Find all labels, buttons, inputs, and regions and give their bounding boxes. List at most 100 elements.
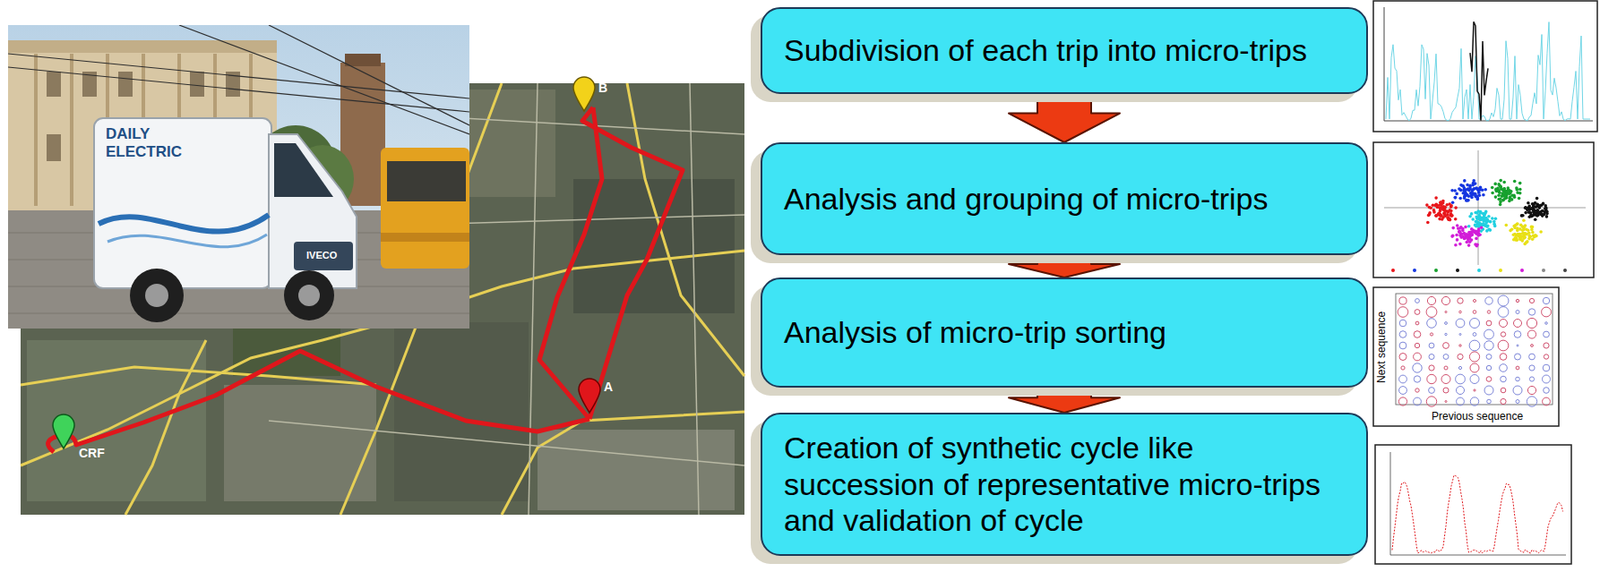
scatter-point	[1526, 201, 1531, 206]
scatter-point	[1436, 206, 1440, 210]
scatter-point	[1502, 187, 1506, 191]
scatter-point	[1476, 197, 1480, 202]
van-photo	[8, 25, 470, 329]
scatter-point	[1473, 242, 1478, 247]
transition-bubble	[1398, 397, 1407, 406]
transition-bubble	[1543, 354, 1549, 360]
transition-bubble	[1414, 309, 1420, 316]
scatter-point	[1503, 187, 1507, 191]
scatter-point	[1527, 232, 1532, 236]
transition-bubble	[1441, 296, 1450, 305]
transition-bubble	[1529, 298, 1534, 303]
scatter-point	[1481, 219, 1486, 224]
scatter-point	[1485, 229, 1489, 233]
transition-bubble	[1497, 295, 1509, 307]
scatter-point	[1459, 189, 1463, 193]
scatter-point	[1503, 197, 1507, 201]
transition-bubble	[1527, 386, 1536, 395]
scatter-point	[1480, 188, 1485, 192]
scatter-point	[1470, 217, 1475, 222]
scatter-point	[1450, 214, 1454, 218]
transition-bubble	[1428, 343, 1435, 349]
scatter-point	[1456, 226, 1461, 231]
box-text: Subdivision of each trip into micro-trip…	[783, 32, 1308, 69]
scatter-point	[1453, 206, 1458, 210]
axis-label: Next sequence	[1376, 311, 1389, 384]
scatter-point	[1488, 228, 1493, 233]
scatter-point	[1514, 223, 1519, 227]
scatter-point	[1531, 237, 1535, 241]
scatter-point	[1473, 195, 1478, 199]
cycle-trace	[1392, 475, 1564, 554]
scatter-point	[1465, 240, 1470, 245]
transition-bubble	[1456, 397, 1465, 406]
legend-dot	[1498, 268, 1503, 273]
scatter-point	[1539, 230, 1543, 234]
process-box: Subdivision of each trip into micro-trip…	[760, 7, 1368, 95]
scatter-point	[1470, 232, 1474, 236]
scatter-point	[1476, 223, 1480, 228]
scatter-point	[1522, 219, 1526, 224]
transition-bubble	[1529, 365, 1535, 371]
scatter-point	[1467, 243, 1471, 248]
transition-bubble	[1486, 365, 1491, 370]
scatter-point	[1516, 233, 1521, 238]
legend-dot	[1563, 268, 1567, 273]
scatter-point	[1453, 217, 1458, 222]
text-label: CRF	[78, 446, 105, 461]
scatter-point	[1425, 203, 1429, 207]
transition-bubble	[1527, 330, 1536, 339]
scatter-point	[1498, 203, 1503, 207]
scatter-point	[1477, 187, 1481, 191]
transition-bubble	[1529, 377, 1534, 382]
scatter-point	[1481, 193, 1486, 198]
scatter-point	[1477, 191, 1481, 196]
transition-bubble	[1500, 387, 1506, 394]
scatter-point	[1508, 229, 1513, 233]
transition-bubble	[1529, 353, 1536, 361]
transition-bubble	[1397, 307, 1409, 319]
transition-bubble	[1500, 398, 1506, 405]
scatter-point	[1455, 223, 1460, 228]
scatter-point	[1427, 214, 1431, 218]
transition-bubble	[1429, 333, 1433, 336]
axis	[1478, 150, 1480, 266]
chart-frame	[1373, 142, 1594, 278]
scatter-point	[1522, 232, 1526, 236]
transition-bubble	[1513, 386, 1523, 396]
transition-bubble	[1412, 363, 1422, 373]
scatter-point	[1505, 223, 1509, 228]
scatter-point	[1518, 191, 1523, 196]
text-label: Previous sequence	[1431, 411, 1523, 424]
scatter-point	[1461, 227, 1465, 232]
scatter-point	[1512, 233, 1516, 238]
scatter-point	[1462, 237, 1467, 241]
scatter-point	[1518, 181, 1523, 186]
transition-bubble	[1486, 377, 1492, 383]
transition-bubble	[1484, 341, 1494, 351]
transition-bubble	[1445, 401, 1447, 404]
transition-bubble	[1457, 298, 1463, 304]
scatter-point	[1475, 224, 1480, 229]
transition-bubble	[1486, 354, 1492, 361]
flow-arrow	[1008, 387, 1120, 413]
chart-frame	[1373, 0, 1598, 132]
scatter-point	[1462, 189, 1467, 194]
text-label: DAILY ELECTRIC	[105, 125, 187, 161]
transition-bubble	[1543, 387, 1550, 395]
scatter-point	[1490, 186, 1495, 190]
transition-bubble	[1542, 297, 1549, 304]
scatter-point	[1533, 201, 1538, 206]
scatter-point	[1496, 197, 1501, 202]
transition-bubble	[1513, 319, 1523, 328]
scatter-point	[1490, 191, 1495, 196]
scatter-point	[1434, 196, 1438, 200]
transition-bubble	[1526, 396, 1537, 407]
transition-bubble	[1472, 333, 1477, 337]
transition-bubble	[1499, 353, 1507, 362]
transition-bubble	[1399, 297, 1407, 305]
scatter-point	[1437, 213, 1442, 217]
transition-bubble	[1470, 318, 1480, 329]
scatter-point	[1428, 206, 1433, 211]
